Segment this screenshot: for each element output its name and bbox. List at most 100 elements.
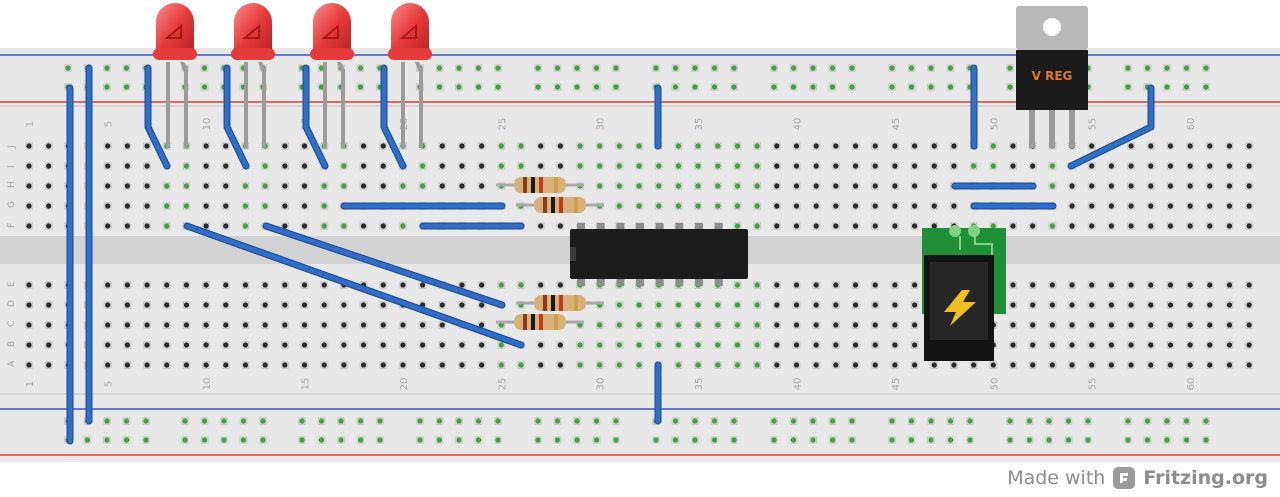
hole [931, 223, 937, 229]
hole [1148, 282, 1154, 288]
rail-hole [299, 437, 305, 443]
rail-hole [299, 418, 305, 424]
rail-hole [143, 418, 149, 424]
rail-hole [201, 65, 208, 71]
resistor-band [539, 314, 543, 330]
hole [872, 203, 878, 209]
hole [144, 183, 150, 189]
hole [203, 203, 209, 209]
hole [124, 183, 130, 189]
hole [577, 163, 583, 169]
hole [538, 342, 544, 348]
hole [971, 163, 977, 169]
hole [892, 282, 898, 288]
hole [1128, 282, 1134, 288]
hole [223, 143, 229, 149]
hole [105, 223, 111, 229]
hole [892, 183, 898, 189]
hole [813, 163, 819, 169]
hole [774, 322, 780, 328]
rail-hole [692, 418, 698, 424]
hole [479, 163, 485, 169]
hole [793, 282, 800, 288]
rail-hole [613, 84, 619, 90]
led-dome [313, 3, 351, 55]
hole [1030, 282, 1036, 288]
hole [301, 143, 308, 149]
hole [439, 342, 445, 348]
hole [183, 282, 190, 288]
hole [774, 302, 780, 308]
hole [105, 203, 111, 209]
hole [852, 163, 859, 169]
hole [124, 163, 130, 169]
hole [892, 302, 898, 308]
chip-pin [577, 278, 585, 286]
hole [636, 362, 642, 368]
row-letter: B [7, 341, 17, 347]
hole [282, 183, 288, 189]
rail-hole [338, 418, 344, 424]
hole [498, 322, 504, 328]
rail-hole [731, 418, 737, 424]
hole [1010, 322, 1016, 328]
hole [852, 282, 859, 288]
hole [1226, 322, 1233, 328]
hole [400, 362, 406, 368]
hole [262, 282, 268, 288]
hole [341, 302, 347, 308]
rail-hole [711, 437, 718, 443]
rail-hole [593, 418, 600, 424]
wire [380, 64, 407, 170]
hole [46, 183, 52, 189]
hole [892, 203, 898, 209]
hole [852, 183, 859, 189]
hole [400, 183, 406, 189]
column-number: 35 [694, 118, 705, 131]
hole [833, 302, 839, 308]
rail-hole [574, 84, 580, 90]
hole [1226, 143, 1233, 149]
hole [223, 223, 229, 229]
hole [46, 362, 52, 368]
hole [557, 342, 563, 348]
hole [1049, 342, 1055, 348]
hole [1049, 183, 1055, 189]
rail-hole [554, 437, 561, 443]
hole [144, 163, 150, 169]
hole [1069, 362, 1075, 368]
hole [852, 203, 859, 209]
rail-hole [318, 437, 325, 443]
hole [538, 282, 544, 288]
column-number: 45 [891, 378, 902, 391]
rail-hole [1183, 418, 1190, 424]
hole [223, 362, 229, 368]
hole [754, 203, 760, 209]
hole [262, 183, 268, 189]
hole [1148, 203, 1154, 209]
hole [301, 203, 308, 209]
rail-hole [123, 418, 130, 424]
made-with-credit: Made with Fritzing.org [1007, 463, 1268, 493]
credit-made-with: Made with [1007, 467, 1106, 489]
rail-hole [240, 418, 247, 424]
hole [282, 163, 288, 169]
rail-hole [1164, 418, 1170, 424]
hole [990, 163, 996, 169]
hole [793, 203, 800, 209]
wire [1067, 84, 1155, 170]
hole [321, 362, 327, 368]
hole [1187, 342, 1193, 348]
hole [813, 322, 819, 328]
hole [144, 143, 150, 149]
chip-body [570, 229, 748, 279]
hole [164, 302, 170, 308]
hole [380, 183, 386, 189]
hole [616, 143, 623, 149]
rail-hole [475, 418, 482, 424]
hole [1226, 183, 1233, 189]
hole [380, 163, 386, 169]
hole [1069, 302, 1075, 308]
credit-brand[interactable]: Fritzing.org [1143, 467, 1268, 489]
